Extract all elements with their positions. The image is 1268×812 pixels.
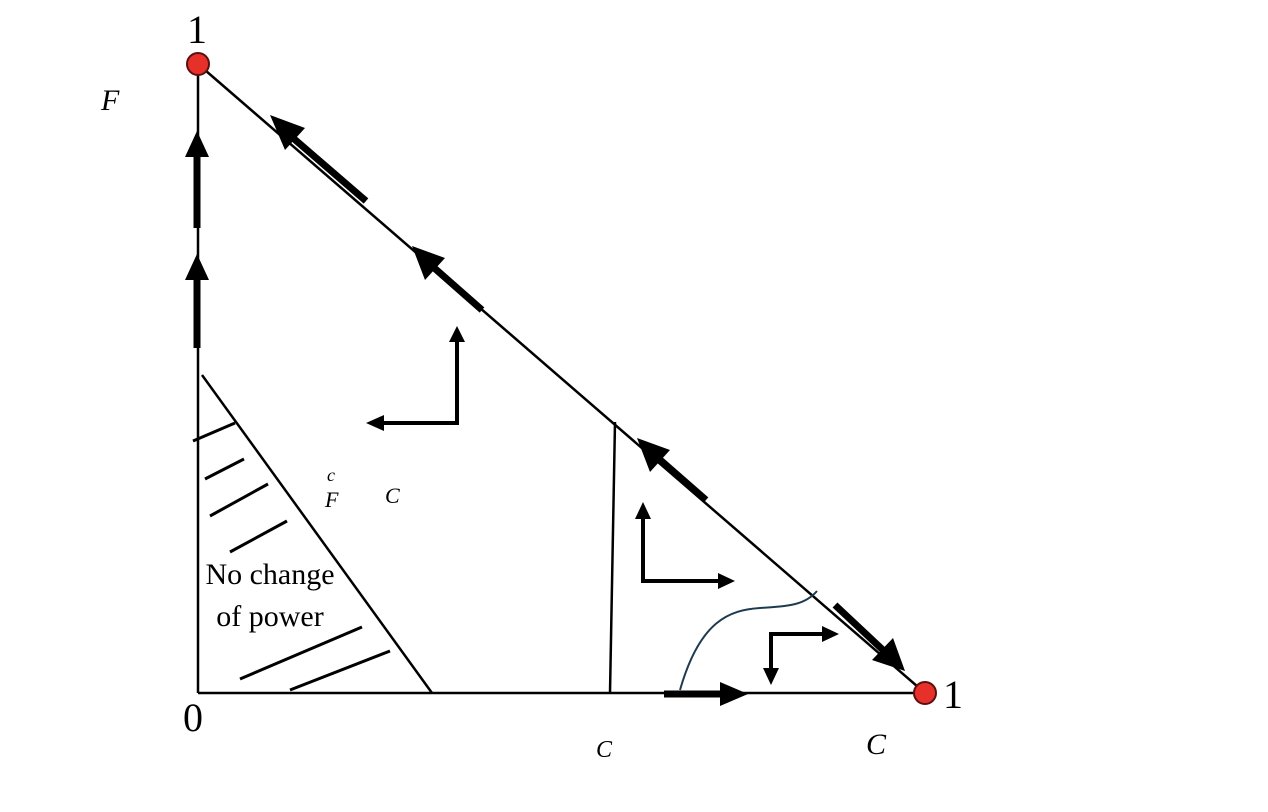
equilibrium-point-top [186, 52, 210, 76]
vertex-top-label: 1 [187, 7, 207, 52]
origin-label: 0 [183, 695, 203, 740]
y-axis-flow-arrows [185, 131, 209, 348]
arrowhead-left-1 [366, 415, 384, 431]
equilibrium-point-right [913, 681, 937, 705]
s-curve-separatrix [679, 590, 818, 691]
arrowhead-up-2 [635, 502, 651, 519]
vertex-right-label: 1 [943, 672, 963, 717]
f-label: F [325, 487, 339, 512]
arrowhead-right-3 [822, 626, 839, 642]
direction-arrows-down-right [769, 632, 824, 670]
hatched-region-boundary [200, 374, 434, 694]
note-line-2: of power [216, 600, 324, 633]
no-change-of-power-note: No change of power [190, 554, 350, 638]
superscript-c-label: c [327, 465, 335, 485]
note-line-1: No change [205, 558, 335, 591]
x-axis-flow-arrow [664, 682, 748, 706]
arrowhead-up-1 [449, 326, 465, 342]
vertical-separatrix [608, 421, 617, 694]
hatch-marks [192, 421, 391, 692]
x-mid-label: C [596, 737, 613, 763]
arrowhead-down-3 [763, 668, 779, 685]
x-axis-label: C [866, 728, 887, 761]
direction-arrows-left-up [380, 340, 459, 425]
hypotenuse-edge [197, 63, 926, 694]
hypotenuse-flow-arrows [290, 135, 887, 654]
y-axis-label: F [101, 84, 120, 117]
c-mid-label: C [385, 483, 400, 508]
direction-arrows-up-right [641, 517, 720, 583]
arrowhead-right-2 [718, 573, 735, 589]
hypotenuse-arrowheads [270, 115, 905, 671]
